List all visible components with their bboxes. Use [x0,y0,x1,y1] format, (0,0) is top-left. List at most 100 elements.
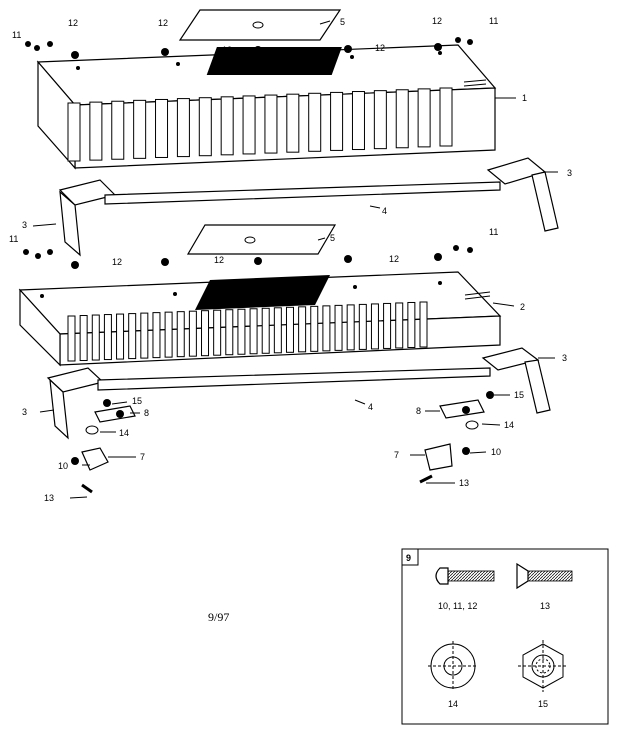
leader-lines [32,20,558,499]
mounting-strip-upper [104,181,501,205]
callout-10: 10 [491,447,501,457]
flat-head-screw-icon [516,562,573,590]
callout-12: 12 [112,257,122,267]
callout-13: 13 [459,478,469,488]
callout-4: 4 [382,206,387,216]
bracket-lower-left [46,367,105,440]
bracket-upper-left [58,179,117,257]
callout-5: 5 [340,17,345,27]
comb-tooth [310,305,319,352]
comb-tooth [152,312,161,359]
comb-tooth [264,94,278,154]
comb-tooth [407,301,416,348]
callout-11: 11 [12,30,21,40]
comb-tooth [351,91,365,151]
comb-tooth [330,91,344,151]
comb-bar-upper [36,44,497,170]
inset-label-washer: 14 [448,699,458,709]
comb-tooth [225,309,234,356]
comb-tooth [188,310,197,357]
hardware-inset: 9 10, 11, 12 13 14 15 [401,548,609,725]
comb-tooth [140,312,149,359]
comb-tooth [308,92,322,152]
comb-tooth [395,89,409,149]
inset-label-nut: 15 [538,699,548,709]
comb-tooth [67,315,76,362]
callout-13: 13 [44,493,54,503]
callout-11: 11 [489,16,498,26]
comb-tooth [128,313,137,360]
callout-12: 12 [389,254,399,264]
comb-tooth [298,306,307,353]
callout-11: 11 [489,227,498,237]
callout-12: 12 [158,18,168,28]
comb-tooth [358,303,367,350]
comb-bar-lower [18,271,502,367]
bracket-upper-right [486,157,559,232]
comb-tooth [285,306,294,353]
callout-8: 8 [416,406,421,416]
comb-tooth [370,303,379,350]
comb-tooth [395,302,404,349]
callout-numbers: 12 12 12 12 12 5 11 11 1 3 4 3 11 11 5 1… [9,16,572,503]
comb-tooth [116,313,125,360]
callout-12: 12 [68,18,78,28]
comb-tooth [198,97,212,157]
comb-tooth [419,301,428,348]
inset-label-screws: 10, 11, 12 [438,601,477,611]
comb-tooth [133,99,147,159]
comb-tooth [111,100,125,160]
callout-3: 3 [22,220,27,230]
comb-tooth [79,315,88,362]
mounting-strip-lower [97,367,491,391]
callout-11: 11 [9,234,18,244]
clamp-assembly-right [419,391,494,484]
callout-3: 3 [567,168,572,178]
comb-tooth [164,311,173,358]
comb-tooth [242,95,256,155]
comb-tooth [439,87,453,147]
comb-tooth [155,98,169,158]
callout-12: 12 [222,45,232,55]
callout-12: 12 [375,43,385,53]
cover-plate-upper [178,9,342,41]
callout-12: 12 [214,255,224,265]
round-head-screw-icon [435,567,495,585]
comb-tooth [417,88,431,148]
comb-tooth [176,311,185,358]
callout-7: 7 [140,452,145,462]
washer-icon [428,641,478,691]
callout-1: 1 [522,93,527,103]
callout-15: 15 [132,396,142,406]
callout-2: 2 [520,302,525,312]
inset-label-flat-screw: 13 [540,601,550,611]
comb-tooth [67,102,81,162]
comb-tooth [273,307,282,354]
callout-10: 10 [58,461,68,471]
callout-12: 12 [432,16,442,26]
comb-tooth [103,314,112,361]
comb-tooth [261,307,270,354]
callout-3: 3 [562,353,567,363]
date-code: 9/97 [208,610,229,624]
clamp-assembly-left [71,399,136,494]
bracket-lower-right [481,347,551,414]
inset-box-number: 9 [406,553,411,563]
comb-tooth [91,314,100,361]
callout-3: 3 [22,407,27,417]
callout-14: 14 [119,428,129,438]
comb-tooth [322,305,331,352]
comb-tooth [176,98,190,158]
callout-14: 14 [504,420,514,430]
callout-8: 8 [144,408,149,418]
callout-15: 15 [514,390,524,400]
hex-nut-icon [518,640,568,692]
comb-tooth [249,308,258,355]
comb-tooth [373,90,387,150]
comb-tooth [346,304,355,351]
callout-4: 4 [368,402,373,412]
comb-tooth [220,96,234,156]
comb-tooth [201,310,210,357]
comb-tooth [237,308,246,355]
